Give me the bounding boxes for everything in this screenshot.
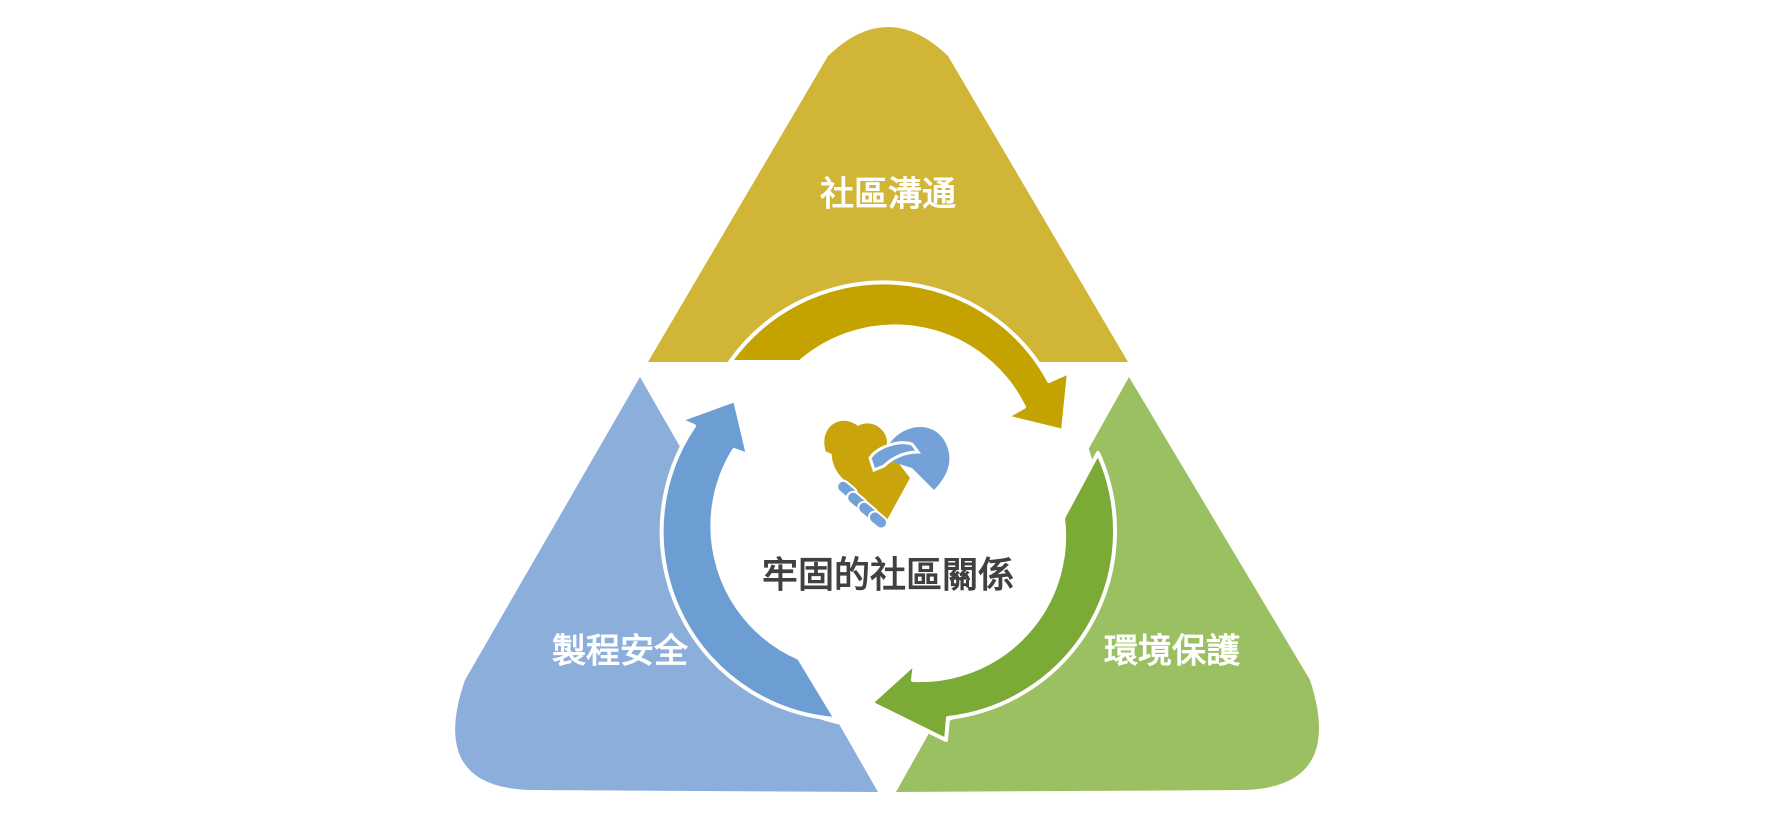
finger-4-icon <box>867 510 889 530</box>
heart-left-lobe-icon <box>831 426 910 520</box>
environment-label: 環境保護 <box>1104 632 1241 672</box>
process-label: 製程安全 <box>552 632 689 672</box>
community-label: 社區溝通 <box>820 175 956 215</box>
left-cycle-arrow <box>659 398 838 721</box>
right-cycle-arrow <box>869 451 1117 742</box>
community-segment <box>648 27 1128 362</box>
center-label: 牢固的社區關係 <box>762 555 1014 596</box>
top-cycle-arrow <box>728 280 1071 433</box>
handshake-heart-icon <box>824 420 950 530</box>
handshake-cuff-icon <box>868 441 921 472</box>
